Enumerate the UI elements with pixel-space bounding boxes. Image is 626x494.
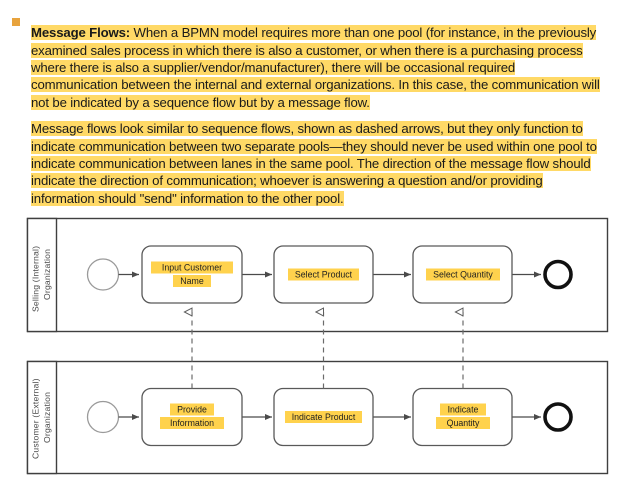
task-label-line-2: Quantity — [447, 418, 480, 428]
task-input-customer-name: Input Customer Name — [141, 245, 243, 304]
task-label-line-2: Name — [180, 276, 204, 286]
task-select-quantity: Select Quantity — [412, 245, 513, 304]
pool-label-line-2: Organization — [42, 392, 52, 443]
paragraph-message-flows: Message Flows: When a BPMN model require… — [31, 24, 601, 111]
pool-label-line-1: Selling (Internal) — [31, 246, 41, 312]
task-label-highlight — [160, 417, 224, 429]
task-provide-information: Provide Information — [141, 387, 243, 447]
end-event — [543, 402, 573, 432]
task-label-highlight — [170, 403, 214, 416]
task-label-highlight — [426, 268, 500, 281]
start-event — [86, 258, 120, 291]
task-label-highlight — [151, 261, 233, 274]
paragraph-lead-label: Message Flows: — [31, 25, 131, 41]
bpmn-diagram: Selling (Internal) Organization Input Cu… — [0, 212, 626, 494]
pool-label-line-2: Organization — [42, 249, 52, 300]
task-label-highlight — [436, 417, 490, 429]
task-label-highlight — [285, 411, 362, 423]
task-label-line-2: Information — [170, 418, 214, 428]
task-label-line-1: Select Product — [295, 270, 353, 280]
square-bullet-icon — [12, 18, 20, 26]
task-label-highlight — [288, 268, 359, 281]
task-indicate-product: Indicate Product — [273, 387, 374, 447]
task-label-line-1: Select Quantity — [433, 270, 493, 280]
article-text-block: Message Flows: When a BPMN model require… — [0, 0, 626, 212]
task-label-line-1: Input Customer — [162, 263, 222, 273]
task-label-line-1: Provide — [177, 405, 207, 415]
pool-customer-external-organization: Customer (External) Organization Provide… — [26, 360, 609, 475]
pool-label-box — [26, 217, 58, 333]
paragraph-message-flow-usage: Message flows look similar to sequence f… — [31, 120, 601, 207]
paragraph-body: When a BPMN model requires more than one… — [31, 25, 600, 110]
end-event — [543, 259, 573, 290]
task-indicate-quantity: Indicate Quantity — [412, 387, 513, 447]
task-select-product: Select Product — [273, 245, 374, 304]
task-label-line-1: Indicate — [448, 405, 479, 415]
task-label-highlight — [173, 275, 211, 287]
message-flow-group — [192, 312, 464, 389]
start-event — [86, 400, 120, 434]
pool-label-line-1: Customer (External) — [31, 378, 41, 459]
paragraph-body: Message flows look similar to sequence f… — [31, 121, 597, 206]
task-label-line-1: Indicate Product — [292, 412, 356, 422]
pool-selling-internal-organization: Selling (Internal) Organization Input Cu… — [26, 217, 609, 333]
pool-label-box — [26, 360, 58, 475]
task-label-highlight — [440, 403, 486, 416]
task-shape — [141, 245, 243, 304]
